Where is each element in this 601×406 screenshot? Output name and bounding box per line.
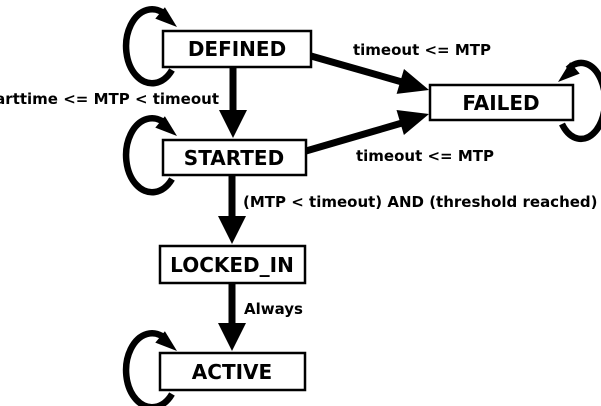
state-active-label: ACTIVE (192, 360, 272, 384)
self-loop-active (122, 330, 177, 406)
self-loop-active-arrowhead-icon (155, 331, 177, 351)
self-loop-failed-arrowhead-icon (558, 62, 580, 82)
edge-started-to-failed-label: timeout <= MTP (356, 147, 494, 165)
edge-started-to-locked-in: (MTP < timeout) AND (threshold reached) (218, 175, 598, 244)
edge-defined-to-started: starttime <= MTP < timeout (0, 67, 247, 138)
self-loop-started-arc (122, 115, 175, 196)
self-loop-active-arc (122, 330, 175, 406)
edge-started-to-failed-line (305, 119, 403, 155)
self-loop-started (122, 115, 177, 196)
edge-locked-in-to-active-arrowhead-icon (218, 323, 246, 351)
edge-started-to-failed-arrowhead-icon (396, 110, 429, 135)
edge-defined-to-started-arrowhead-icon (219, 110, 247, 138)
state-locked-in (158, 244, 307, 285)
state-active-box (158, 351, 307, 392)
state-defined-box (161, 29, 313, 69)
state-defined-label: DEFINED (188, 37, 286, 61)
edge-started-to-locked-in-label: (MTP < timeout) AND (threshold reached) (243, 193, 598, 211)
edge-defined-to-failed-label: timeout <= MTP (353, 41, 491, 59)
self-loop-failed (558, 59, 601, 143)
state-defined (161, 29, 313, 69)
self-loop-started-arrowhead-icon (155, 116, 177, 136)
state-locked-in-box (158, 244, 307, 285)
self-loop-defined (122, 6, 177, 87)
edge-locked-in-to-active: Always (218, 283, 303, 351)
edge-started-to-locked-in-arrowhead-icon (218, 216, 246, 244)
edge-defined-to-started-label: starttime <= MTP < timeout (0, 90, 219, 108)
state-failed (428, 83, 575, 122)
edge-defined-to-failed: timeout <= MTP (310, 41, 491, 94)
edge-started-to-failed: timeout <= MTP (305, 110, 494, 165)
state-locked-in-label: LOCKED_IN (170, 253, 294, 277)
edge-defined-to-failed-arrowhead-icon (396, 69, 429, 94)
self-loop-defined-arrowhead-icon (155, 7, 177, 27)
state-started-label: STARTED (184, 146, 284, 170)
edge-locked-in-to-active-label: Always (244, 300, 303, 318)
state-active (158, 351, 307, 392)
self-loop-defined-arc (122, 6, 175, 87)
edge-defined-to-failed-line (310, 52, 403, 86)
state-failed-box (428, 83, 575, 122)
state-failed-label: FAILED (462, 91, 539, 115)
self-loop-failed-arc (559, 59, 601, 143)
